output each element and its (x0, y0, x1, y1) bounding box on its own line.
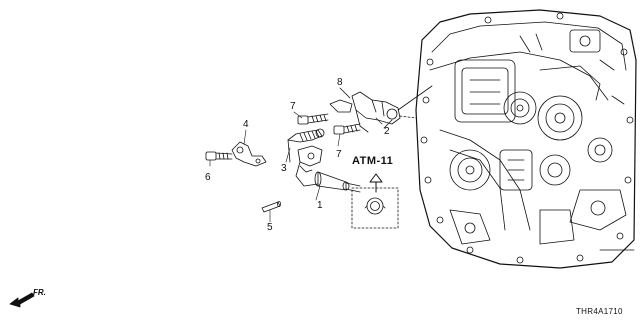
callout-7-lower: 7 (336, 149, 342, 160)
atm-11-label: ATM-11 (352, 155, 394, 167)
part-6-bolt (205, 151, 233, 161)
transmission-case (415, 9, 637, 269)
callout-2: 2 (384, 126, 390, 137)
atm-11-arrow (369, 173, 383, 193)
front-direction-arrow-icon (9, 292, 35, 308)
front-direction-label: FR. (33, 288, 46, 297)
callout-7-upper: 7 (290, 101, 296, 112)
part-7-bolt-upper (297, 113, 329, 125)
part-5-pin (261, 201, 281, 213)
case-bolt-heads (420, 12, 634, 264)
part-1-lever (295, 145, 361, 193)
part-8-arm (329, 91, 401, 133)
callout-6: 6 (205, 172, 211, 183)
diagram-code: THR4A1710 (576, 307, 623, 316)
callout-5: 5 (267, 222, 273, 233)
callout-3: 3 (281, 163, 287, 174)
leader-lines (209, 111, 383, 223)
part-4-bracket (231, 141, 267, 167)
callout-4: 4 (243, 119, 249, 130)
callout-8: 8 (337, 77, 343, 88)
callout-1: 1 (317, 200, 323, 211)
part-3-shaft (287, 128, 325, 163)
part-7-bolt-lower (333, 123, 361, 135)
atm-11-box (351, 187, 399, 229)
